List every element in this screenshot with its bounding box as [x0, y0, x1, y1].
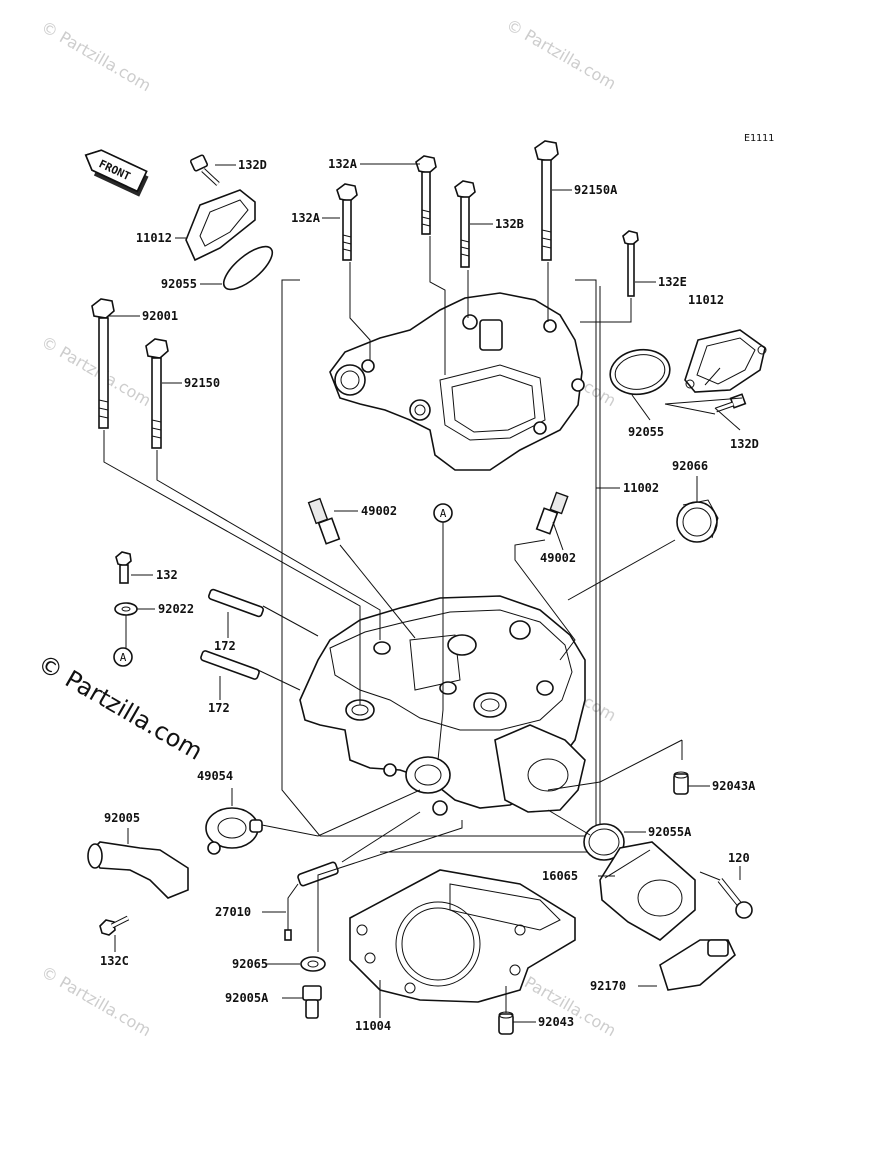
- holder-16065: [599, 841, 696, 941]
- part-labels: 132D 132A 132A 132B 92150A 11012 92055 1…: [100, 157, 759, 1033]
- part-label-16065: 16065: [542, 869, 578, 883]
- part-label-92150: 92150: [184, 376, 220, 390]
- part-label-49054: 49054: [197, 769, 233, 783]
- gasket-92055-right: [609, 348, 671, 396]
- thermostat-49054: [205, 807, 263, 855]
- bolt-120: [717, 878, 753, 919]
- sensor-27010: [284, 861, 339, 941]
- bolt-92150: [145, 338, 169, 449]
- pipe-92005: [87, 841, 189, 899]
- part-label-11002: 11002: [623, 481, 659, 495]
- part-label-92043a: 92043A: [712, 779, 756, 793]
- part-label-92005: 92005: [104, 811, 140, 825]
- gasket-11004: [349, 869, 576, 1003]
- part-label-132a: 132A: [291, 211, 321, 225]
- fitting-92005a: [302, 985, 322, 1019]
- part-label-92170: 92170: [590, 979, 626, 993]
- part-label-132d: 132D: [730, 437, 759, 451]
- part-label-11012: 11012: [136, 231, 172, 245]
- part-label-49002: 49002: [361, 504, 397, 518]
- part-label-92005a: 92005A: [225, 991, 269, 1005]
- part-label-92022: 92022: [158, 602, 194, 616]
- washer-92065: [300, 956, 326, 972]
- watermark: © Partzilla.com: [503, 15, 619, 93]
- part-label-92055: 92055: [628, 425, 664, 439]
- cover-11012-left: [185, 189, 256, 262]
- diagram-code: E1111: [744, 133, 774, 144]
- part-label-92043: 92043: [538, 1015, 574, 1029]
- dowel-92043a: [673, 771, 689, 795]
- bolt-92150a: [534, 140, 559, 261]
- bolt-132e: [622, 230, 639, 297]
- part-label-132c: 132C: [100, 954, 129, 968]
- bolt-132a-a: [336, 183, 358, 261]
- bolt-132b: [454, 180, 476, 268]
- watermark: © Partzilla.com: [38, 17, 154, 95]
- washer-92022: [114, 602, 138, 616]
- bolt-132c: [99, 915, 130, 936]
- part-label-92055a: 92055A: [648, 825, 692, 839]
- bolt-132d-a: [189, 154, 220, 186]
- stud-172-bottom: [200, 650, 260, 680]
- part-label-92001: 92001: [142, 309, 178, 323]
- oring-92055a: [583, 823, 625, 861]
- copyright-text: © Partzilla.com: [33, 649, 207, 766]
- part-label-27010: 27010: [215, 905, 251, 919]
- ref-marker-left: A: [113, 647, 133, 667]
- part-label-92150a: 92150A: [574, 183, 618, 197]
- svg-text:A: A: [120, 651, 127, 664]
- gasket-92055-left: [222, 245, 274, 291]
- part-label-11004: 11004: [355, 1019, 391, 1033]
- part-label-132a: 132A: [328, 157, 358, 171]
- front-arrow-icon: FRONT: [84, 149, 149, 197]
- watermark: © Partzilla.com: [38, 332, 154, 410]
- clamp-92170: [659, 939, 736, 991]
- stud-172-top: [208, 588, 264, 618]
- valve-49002-left: [307, 497, 341, 545]
- cover-11012-right: [684, 329, 767, 393]
- part-label-172: 172: [214, 639, 236, 653]
- part-label-49002: 49002: [540, 551, 576, 565]
- dowel-92043: [498, 1011, 514, 1035]
- bolt-132: [115, 551, 132, 584]
- bolt-132d-b: [715, 393, 747, 413]
- leader-lines: [103, 163, 743, 1023]
- watermark: © Partzilla.com: [38, 962, 154, 1040]
- plug-92066: [676, 499, 719, 543]
- part-label-132e: 132E: [658, 275, 687, 289]
- part-label-120: 120: [728, 851, 750, 865]
- valve-49002-right: [535, 491, 569, 535]
- bolt-132a-b: [415, 155, 437, 235]
- part-label-92066: 92066: [672, 459, 708, 473]
- part-label-92055: 92055: [161, 277, 197, 291]
- part-label-11012: 11012: [688, 293, 724, 307]
- part-label-172: 172: [208, 701, 230, 715]
- part-label-132b: 132B: [495, 217, 524, 231]
- part-label-92065: 92065: [232, 957, 268, 971]
- svg-text:A: A: [440, 507, 447, 520]
- part-label-132d: 132D: [238, 158, 267, 172]
- part-label-132: 132: [156, 568, 178, 582]
- ref-marker-top: A: [433, 503, 453, 523]
- bolt-92001: [91, 298, 115, 429]
- valve-cover: [329, 292, 585, 471]
